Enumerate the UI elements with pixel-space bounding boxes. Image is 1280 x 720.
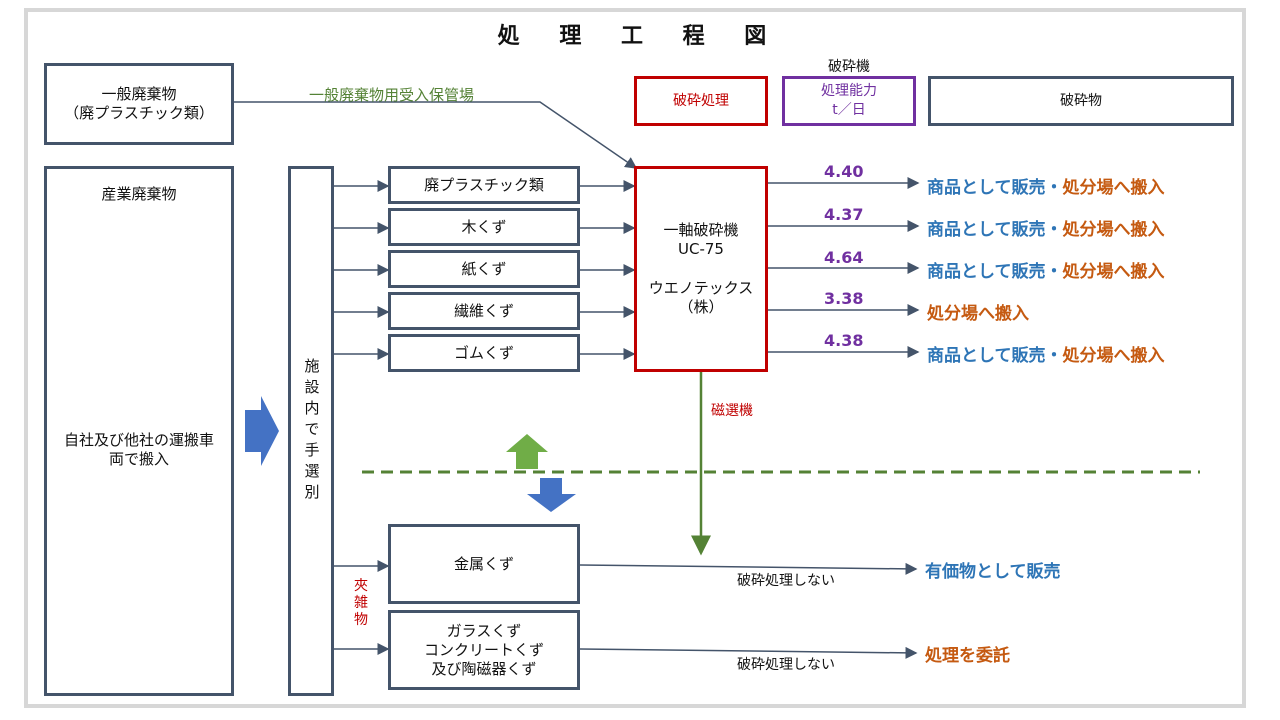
legend-crushing-box: 破砕処理 xyxy=(634,76,768,126)
capacity-value-4: 3.38 xyxy=(824,289,864,308)
destination-1-disposal: 処分場へ搬入 xyxy=(1062,178,1165,198)
material-paper-box: 紙くず xyxy=(388,250,580,288)
metal-output-arrow xyxy=(579,562,918,575)
big-right-arrow xyxy=(245,396,279,466)
capacity-value-3: 4.64 xyxy=(824,248,864,267)
destination-5-sale: 商品として販売・ xyxy=(927,346,1063,366)
magnet-separator-label: 磁選機 xyxy=(711,403,753,419)
material-fiber-label: 繊維くず xyxy=(453,301,514,320)
destination-3-disposal: 処分場へ搬入 xyxy=(1062,262,1165,282)
manual-sorting-label: 施設内で手選別 xyxy=(302,357,321,505)
metal-scrap-label: 金属くず xyxy=(453,554,514,573)
legend-output-label: 破砕物 xyxy=(1060,92,1102,109)
material-plastic-label: 廃プラスチック類 xyxy=(424,175,544,194)
destination-2-disposal: 処分場へ搬入 xyxy=(1062,220,1165,240)
destination-2: 商品として販売・処分場へ搬入 xyxy=(927,215,1165,240)
general-waste-route-label: 一般廃棄物用受入保管場 xyxy=(309,86,475,104)
glass-output-arrow xyxy=(579,646,918,659)
destination-5: 商品として販売・処分場へ搬入 xyxy=(927,341,1165,366)
metal-scrap-box: 金属くず xyxy=(388,524,580,604)
material-plastic-box: 廃プラスチック類 xyxy=(388,166,580,204)
diagram-title: 処 理 工 程 図 xyxy=(497,24,783,49)
material-fiber-box: 繊維くず xyxy=(388,292,580,330)
capacity-value-5: 4.38 xyxy=(824,331,864,350)
material-rubber-label: ゴムくず xyxy=(453,343,514,362)
glass-concrete-box: ガラスくず コンクリートくず 及び陶磁器くず xyxy=(388,610,580,690)
destination-1-sale: 商品として販売・ xyxy=(927,178,1063,198)
glass-no-crushing-label: 破砕処理しない xyxy=(737,657,835,673)
legend-crushing-label: 破砕処理 xyxy=(673,92,729,109)
material-wood-label: 木くず xyxy=(461,217,507,236)
destination-3: 商品として販売・処分場へ搬入 xyxy=(927,257,1165,282)
glass-destination: 処理を委託 xyxy=(925,646,1010,666)
blue-down-arrow xyxy=(527,478,576,512)
capacity-value-2: 4.37 xyxy=(824,205,864,224)
destination-4: 処分場へ搬入 xyxy=(927,299,1029,324)
destination-2-sale: 商品として販売・ xyxy=(927,220,1063,240)
legend-capacity-caption: 破砕機 xyxy=(828,59,870,75)
legend-capacity-label: 処理能力 t／日 xyxy=(821,83,877,118)
legend-output-box: 破砕物 xyxy=(928,76,1234,126)
destination-3-sale: 商品として販売・ xyxy=(927,262,1063,282)
industrial-waste-transport: 自社及び他社の運搬車 両で搬入 xyxy=(63,431,214,468)
destination-5-disposal: 処分場へ搬入 xyxy=(1062,346,1165,366)
general-waste-label: 一般廃棄物 （廃プラスチック類） xyxy=(64,85,214,122)
destination-4-disposal: 処分場へ搬入 xyxy=(927,304,1029,324)
material-paper-label: 紙くず xyxy=(461,259,507,278)
capacity-value-1: 4.40 xyxy=(824,162,864,181)
metal-destination: 有価物として販売 xyxy=(925,562,1061,582)
crusher-box: 一軸破砕機 UC-75 ウエノテックス （株） xyxy=(634,166,768,372)
crusher-name: 一軸破砕機 UC-75 xyxy=(663,221,739,258)
manual-sorting-box: 施設内で手選別 xyxy=(288,166,334,696)
material-wood-box: 木くず xyxy=(388,208,580,246)
diagram-frame xyxy=(24,8,1246,708)
crusher-maker: ウエノテックス （株） xyxy=(648,279,754,316)
green-up-arrow xyxy=(506,434,548,469)
metal-no-crushing-label: 破砕処理しない xyxy=(737,573,835,589)
legend-capacity-box: 処理能力 t／日 xyxy=(782,76,916,126)
glass-concrete-label: ガラスくず コンクリートくず 及び陶磁器くず xyxy=(423,621,544,678)
material-rubber-box: ゴムくず xyxy=(388,334,580,372)
general-waste-route-line xyxy=(234,101,638,169)
industrial-waste-title: 産業廃棄物 xyxy=(101,185,177,203)
destination-1: 商品として販売・処分場へ搬入 xyxy=(927,173,1165,198)
general-waste-box: 一般廃棄物 （廃プラスチック類） xyxy=(44,63,234,145)
contaminant-label: 夾雑物 xyxy=(354,578,368,628)
industrial-waste-box: 産業廃棄物 自社及び他社の運搬車 両で搬入 xyxy=(44,166,234,696)
